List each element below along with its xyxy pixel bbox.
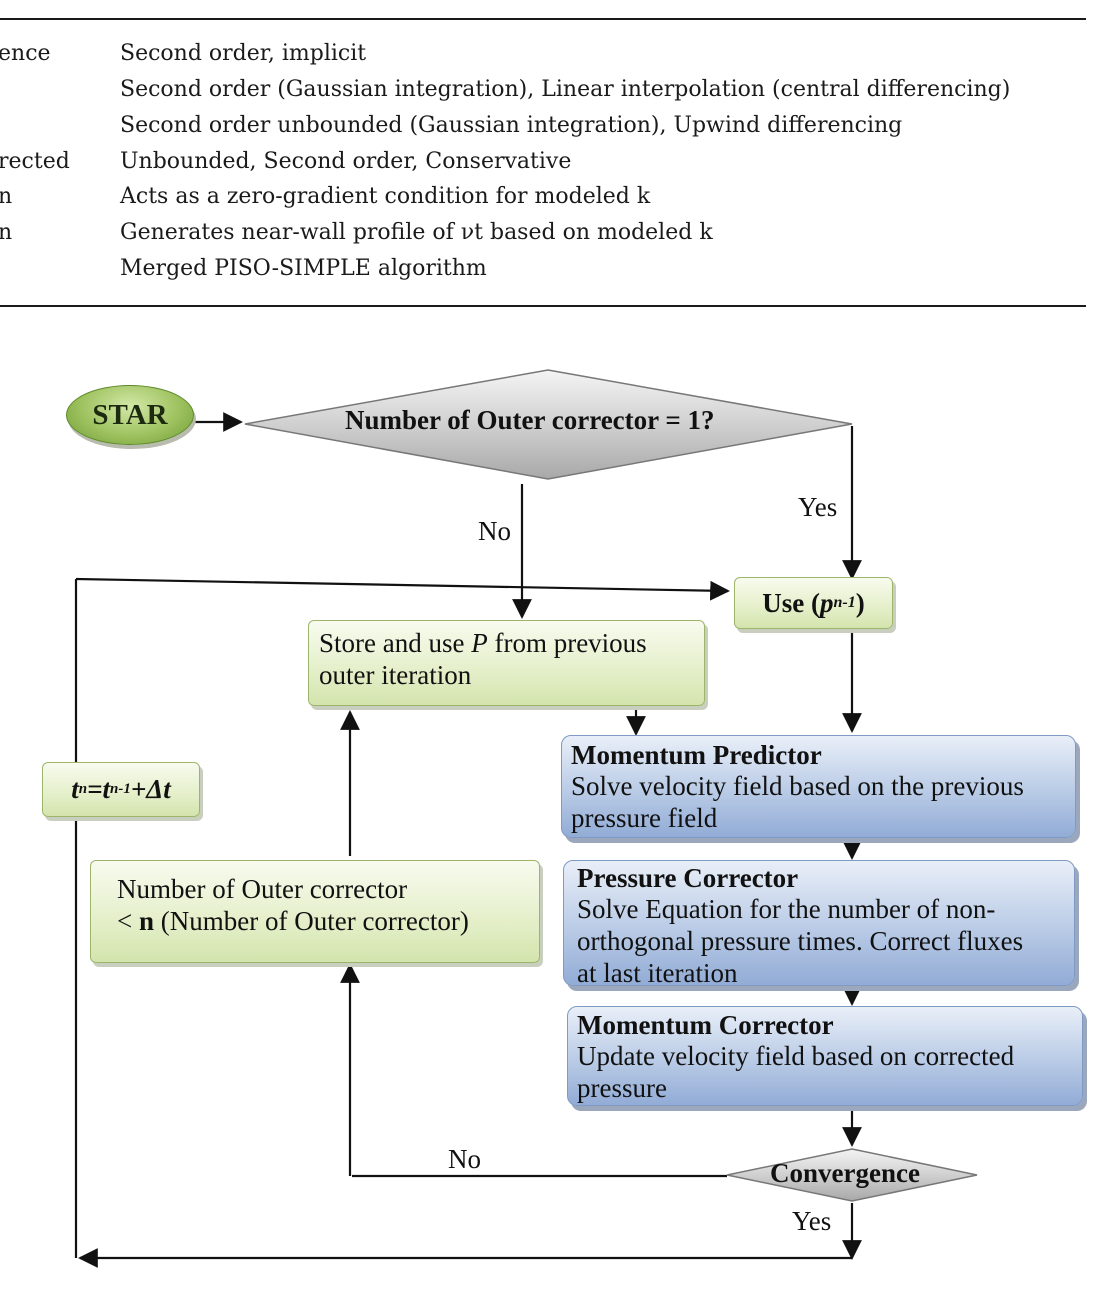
pressure-corrector-title: Pressure Corrector [577, 863, 799, 893]
store-line-1: Store and use P from previous [319, 628, 647, 658]
table-row-3-right: Second order unbounded (Gaussian integra… [120, 113, 903, 138]
use-p-sup: n-1 [833, 594, 856, 611]
arrow-loop-to-use-pressure [75, 577, 730, 601]
start-node: STAR [66, 385, 194, 445]
pressure-corrector-line-1: Solve Equation for the number of non- [577, 894, 996, 924]
momentum-corrector-box: Momentum Corrector Update velocity field… [567, 1006, 1083, 1106]
outer-check-line-1: Number of Outer corrector [117, 874, 408, 904]
table-row-4-right: Unbounded, Second order, Conservative [120, 149, 572, 174]
use-suffix: ) [855, 587, 865, 618]
use-prefix: Use ( [762, 587, 820, 618]
table-row-6-right: Generates near-wall profile of νt based … [120, 220, 713, 245]
momentum-corrector-line-1: Update velocity field based on corrected [577, 1041, 1015, 1071]
table-row-5-left: n [0, 184, 13, 209]
yes-label-top: Yes [798, 492, 838, 522]
decision-outer-label: Number of Outer corrector = 1? [345, 405, 715, 435]
no-label-top: No [478, 516, 511, 546]
momentum-predictor-title: Momentum Predictor [571, 740, 822, 770]
yes-label-bottom: Yes [792, 1206, 832, 1236]
pressure-corrector-line-2: orthogonal pressure times. Correct fluxe… [577, 926, 1024, 956]
table-row-4-left: rected [0, 149, 70, 174]
momentum-predictor-box: Momentum Predictor Solve velocity field … [561, 735, 1076, 838]
pressure-corrector-line-3: at last iteration [577, 958, 738, 988]
momentum-corrector-title: Momentum Corrector [577, 1010, 834, 1040]
table-top-rule [0, 18, 1086, 20]
table-row-1-right: Second order, implicit [120, 41, 367, 66]
momentum-predictor-line-1: Solve velocity field based on the previo… [571, 771, 1024, 801]
table-row-6-left: n [0, 220, 13, 245]
outer-check-line-2: < n (Number of Outer corrector) [117, 906, 469, 936]
pressure-corrector-box: Pressure Corrector Solve Equation for th… [563, 860, 1075, 988]
store-pressure-box: Store and use P from previous outer iter… [308, 620, 705, 706]
outer-corrector-check-box: Number of Outer corrector < n (Number of… [90, 860, 540, 963]
table-row-7-right: Merged PISO-SIMPLE algorithm [120, 256, 487, 281]
store-line-2: outer iteration [319, 660, 472, 690]
table-bottom-rule [0, 305, 1086, 307]
momentum-predictor-line-2: pressure field [571, 803, 718, 833]
use-p-var: p [820, 587, 834, 618]
no-label-bottom: No [448, 1144, 481, 1174]
convergence-label: Convergence [770, 1158, 920, 1188]
table-row-2-right: Second order (Gaussian integration), Lin… [120, 77, 1011, 102]
start-label: STAR [92, 398, 168, 431]
table-row-5-right: Acts as a zero-gradient condition for mo… [120, 184, 651, 209]
momentum-corrector-line-2: pressure [577, 1073, 667, 1103]
table-row-1-left: ence [0, 41, 51, 66]
decision-diamond-shape [244, 369, 853, 480]
convergence-diamond-shape [726, 1148, 978, 1202]
